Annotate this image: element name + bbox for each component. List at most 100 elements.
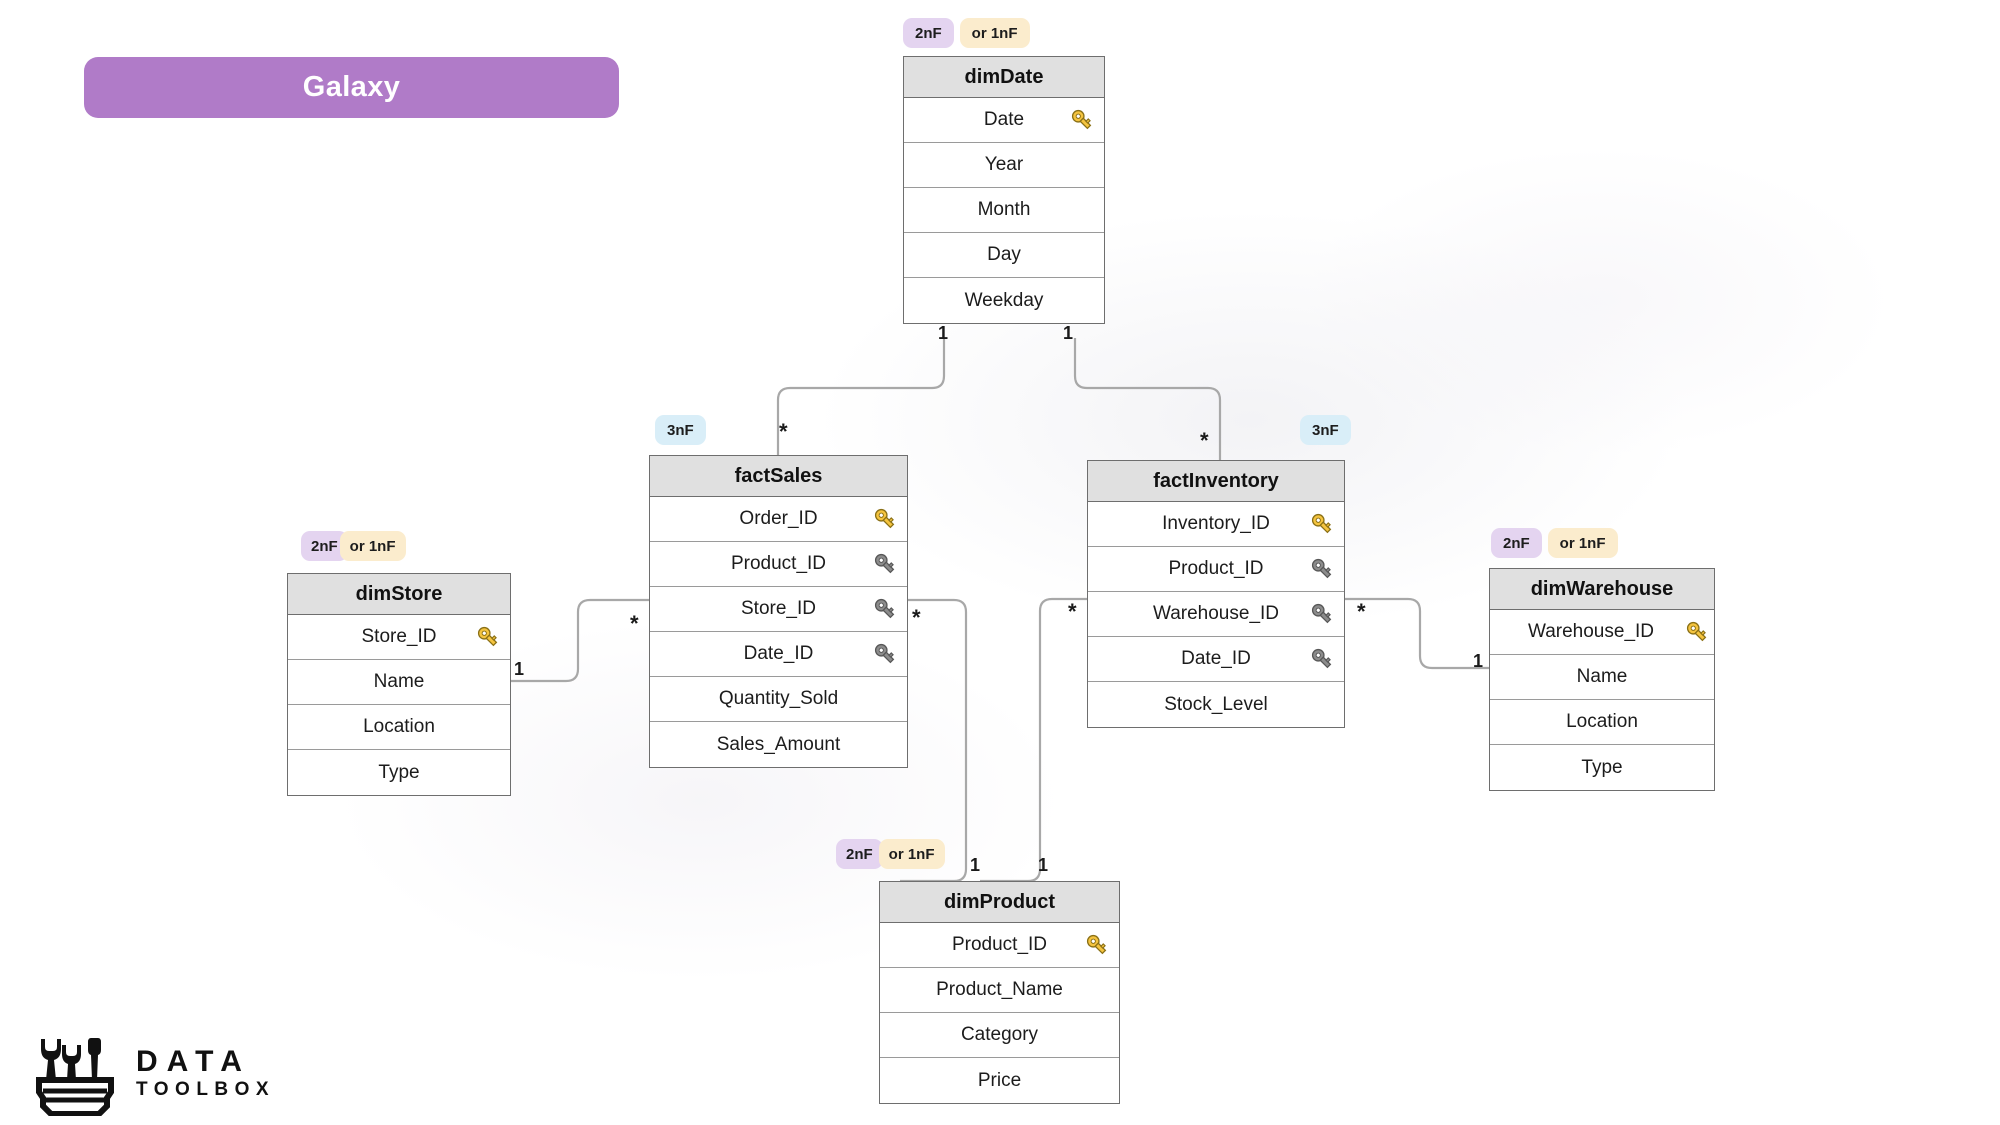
entity-factinventory[interactable]: factInventory Inventory_ID Product_ID (1087, 460, 1345, 728)
row-label: Sales_Amount (716, 733, 841, 755)
badge-1nf-dimproduct: or 1nF (878, 839, 945, 869)
badge-3nf-factinventory: 3nF (1300, 415, 1351, 445)
row-dimdate-year[interactable]: Year (904, 143, 1104, 188)
entity-dimdate[interactable]: dimDate Date Year Month Day Weekday (903, 56, 1105, 324)
connector-dimwarehouse-factinventory (1345, 597, 1489, 670)
row-dimproduct-product-name[interactable]: Product_Name (880, 968, 1119, 1013)
row-factinventory-warehouse-id[interactable]: Warehouse_ID (1088, 592, 1344, 637)
row-factinventory-date-id[interactable]: Date_ID (1088, 637, 1344, 682)
row-factsales-store-id[interactable]: Store_ID (650, 587, 907, 632)
entity-dimproduct[interactable]: dimProduct Product_ID Product_Name Categ… (879, 881, 1120, 1104)
row-factsales-quantity-sold[interactable]: Quantity_Sold (650, 677, 907, 722)
badge-2nf-dimproduct: 2nF (836, 839, 883, 869)
row-dimdate-date[interactable]: Date (904, 98, 1104, 143)
row-label: Product_Name (936, 979, 1063, 1000)
entity-factsales[interactable]: factSales Order_ID Product_ID (649, 455, 908, 768)
row-dimstore-name[interactable]: Name (288, 660, 510, 705)
entity-dimstore[interactable]: dimStore Store_ID Name Location Type (287, 573, 511, 796)
badges-factsales: 3nF (655, 415, 706, 445)
row-label: Type (378, 761, 420, 783)
foreign-key-icon (874, 643, 895, 664)
row-label: Order_ID (739, 508, 818, 529)
primary-key-icon (1311, 513, 1332, 534)
foreign-key-icon (1311, 558, 1332, 579)
row-label: Inventory_ID (1162, 513, 1270, 534)
mult-sales-from-date-many: * (779, 419, 788, 444)
badge-1nf-dimstore: or 1nF (339, 531, 406, 561)
row-label: Weekday (964, 289, 1044, 311)
entity-dimwarehouse[interactable]: dimWarehouse Warehouse_ID Name Location … (1489, 568, 1715, 791)
row-dimstore-type[interactable]: Type (288, 750, 510, 795)
row-dimdate-day[interactable]: Day (904, 233, 1104, 278)
page-title: Galaxy (302, 71, 401, 103)
brand-logo: DATA TOOLBOX (36, 1030, 275, 1116)
row-label: Type (1581, 756, 1623, 778)
row-label: Store_ID (361, 626, 437, 647)
primary-key-icon (874, 508, 895, 529)
row-factinventory-inventory-id[interactable]: Inventory_ID (1088, 502, 1344, 547)
badges-factinventory: 3nF (1300, 415, 1351, 445)
primary-key-icon (1071, 109, 1092, 130)
logo-line-toolbox: TOOLBOX (136, 1079, 276, 1101)
mult-product-from-inventory-one: 1 (1038, 855, 1049, 875)
row-dimproduct-product-id[interactable]: Product_ID (880, 923, 1119, 968)
entity-title-dimwarehouse: dimWarehouse (1490, 569, 1714, 610)
row-factsales-order-id[interactable]: Order_ID (650, 497, 907, 542)
foreign-key-icon (874, 598, 895, 619)
row-factsales-sales-amount[interactable]: Sales_Amount (650, 722, 907, 767)
row-label: Date_ID (743, 643, 814, 664)
badge-2nf-dimdate: 2nF (903, 18, 954, 48)
mult-warehouse-one: 1 (1473, 651, 1484, 671)
entity-title-factsales: factSales (650, 456, 907, 497)
row-dimstore-store-id[interactable]: Store_ID (288, 615, 510, 660)
row-label: Warehouse_ID (1527, 621, 1655, 642)
toolbox-icon (36, 1038, 114, 1116)
row-label: Store_ID (741, 598, 816, 619)
entity-title-dimstore: dimStore (288, 574, 510, 615)
logo-line-data: DATA (136, 1044, 251, 1078)
row-dimproduct-category[interactable]: Category (880, 1013, 1119, 1058)
mult-inventory-from-date-many: * (1200, 428, 1209, 453)
row-dimdate-month[interactable]: Month (904, 188, 1104, 233)
row-dimwarehouse-warehouse-id[interactable]: Warehouse_ID (1490, 610, 1714, 655)
row-label: Month (977, 199, 1031, 220)
row-label: Name (1576, 666, 1628, 687)
row-label: Stock_Level (1164, 693, 1268, 715)
badges-dimdate: 2nF or 1nF (903, 18, 1030, 48)
row-factsales-product-id[interactable]: Product_ID (650, 542, 907, 587)
row-dimproduct-price[interactable]: Price (880, 1058, 1119, 1103)
mult-inventory-to-product-many: * (1068, 599, 1077, 624)
badge-1nf-dimwarehouse: or 1nF (1547, 528, 1618, 558)
row-label: Date (983, 109, 1025, 130)
row-label: Quantity_Sold (718, 688, 839, 709)
row-label: Category (960, 1024, 1039, 1045)
foreign-key-icon (874, 553, 895, 574)
row-dimwarehouse-type[interactable]: Type (1490, 745, 1714, 790)
row-label: Price (977, 1069, 1022, 1091)
row-label: Product_ID (951, 934, 1048, 955)
badges-dimstore: 2nF or 1nF (301, 531, 406, 561)
row-dimstore-location[interactable]: Location (288, 705, 510, 750)
row-factinventory-product-id[interactable]: Product_ID (1088, 547, 1344, 592)
row-dimwarehouse-location[interactable]: Location (1490, 700, 1714, 745)
badges-dimproduct: 2nF or 1nF (836, 839, 945, 869)
row-factsales-date-id[interactable]: Date_ID (650, 632, 907, 677)
connector-dimdate-factinventory (1073, 338, 1222, 460)
mult-sales-to-product-many: * (912, 605, 921, 630)
badges-dimwarehouse: 2nF or 1nF (1491, 528, 1618, 558)
row-dimwarehouse-name[interactable]: Name (1490, 655, 1714, 700)
mult-date-to-sales-one: 1 (938, 323, 949, 343)
mult-sales-from-store-many: * (630, 611, 639, 636)
row-label: Product_ID (1168, 558, 1264, 579)
row-dimdate-weekday[interactable]: Weekday (904, 278, 1104, 323)
row-label: Year (984, 154, 1024, 175)
primary-key-icon (1086, 934, 1107, 955)
connector-factinventory-dimproduct (980, 597, 1087, 883)
primary-key-icon (1686, 621, 1707, 642)
row-label: Day (987, 244, 1021, 265)
row-label: Location (1566, 711, 1638, 732)
row-factinventory-stock-level[interactable]: Stock_Level (1088, 682, 1344, 727)
row-label: Product_ID (730, 553, 827, 574)
mult-date-to-inventory-one: 1 (1063, 323, 1074, 343)
row-label: Name (373, 671, 425, 692)
